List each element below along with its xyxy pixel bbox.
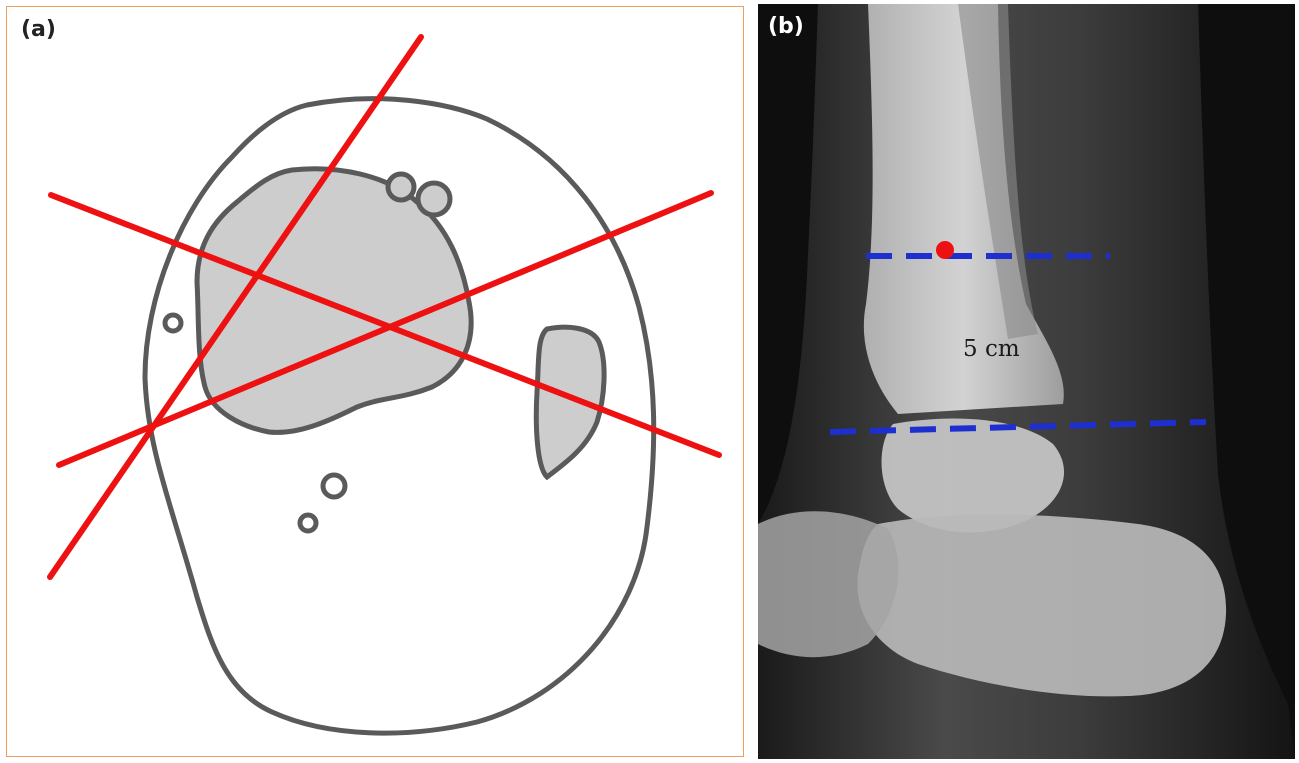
vessel-circle-4 [323,475,345,497]
measurement-label: 5 cm [963,336,1020,362]
cross-section-diagram [7,7,745,758]
panel-a-label: (a) [21,17,56,42]
vessel-circle-5 [300,515,316,531]
red-marker [936,241,954,259]
panel-a-cross-section: (a) [6,6,744,757]
vessel-circle-1 [388,174,414,200]
vessel-circle-3 [165,315,181,331]
vessel-circle-2 [418,183,450,215]
xray-image [758,4,1295,759]
panel-b-xray: 5 cm (b) [758,4,1295,759]
panel-b-label: (b) [768,14,804,39]
